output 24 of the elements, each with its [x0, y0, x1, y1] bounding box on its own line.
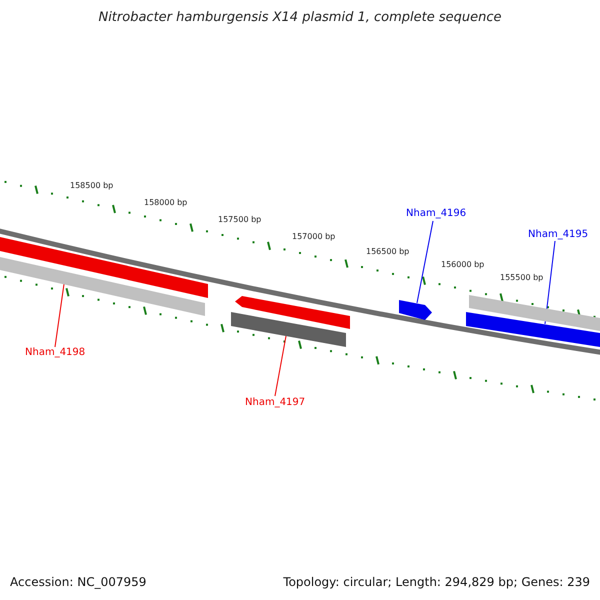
gene-feature [235, 296, 350, 329]
leader-line [416, 220, 434, 304]
leader-line [54, 284, 64, 348]
scale-label: 156000 bp [441, 261, 484, 269]
gene-bar [469, 295, 600, 331]
gene-bar [0, 237, 208, 298]
diagram-title: Nitrobacter hamburgensis X14 plasmid 1, complete sequence [97, 11, 503, 24]
gene-label: Nham_4195 [528, 230, 588, 240]
gene-bar [0, 257, 205, 316]
gene-label: Nham_4196 [406, 209, 466, 219]
scale-label: 157500 bp [218, 216, 262, 224]
gene-feature [399, 300, 432, 320]
scale-label: 157000 bp [292, 233, 336, 241]
scale-label: 158500 bp [70, 182, 114, 190]
scale-label: 156500 bp [366, 248, 410, 256]
footer-text: Topology: circular; Length: 294,829 bp; Genes: 239 [283, 576, 590, 588]
scale-label: 155500 bp [500, 274, 544, 282]
gene-label: Nham_4198 [25, 348, 86, 358]
gene-bar [466, 312, 600, 347]
scale-label: 158000 bp [144, 199, 188, 207]
gene-bar [231, 312, 346, 347]
gene-label: Nham_4197 [245, 398, 306, 408]
footer-text: Accession: NC_007959 [10, 576, 146, 588]
leader-line [274, 336, 286, 396]
